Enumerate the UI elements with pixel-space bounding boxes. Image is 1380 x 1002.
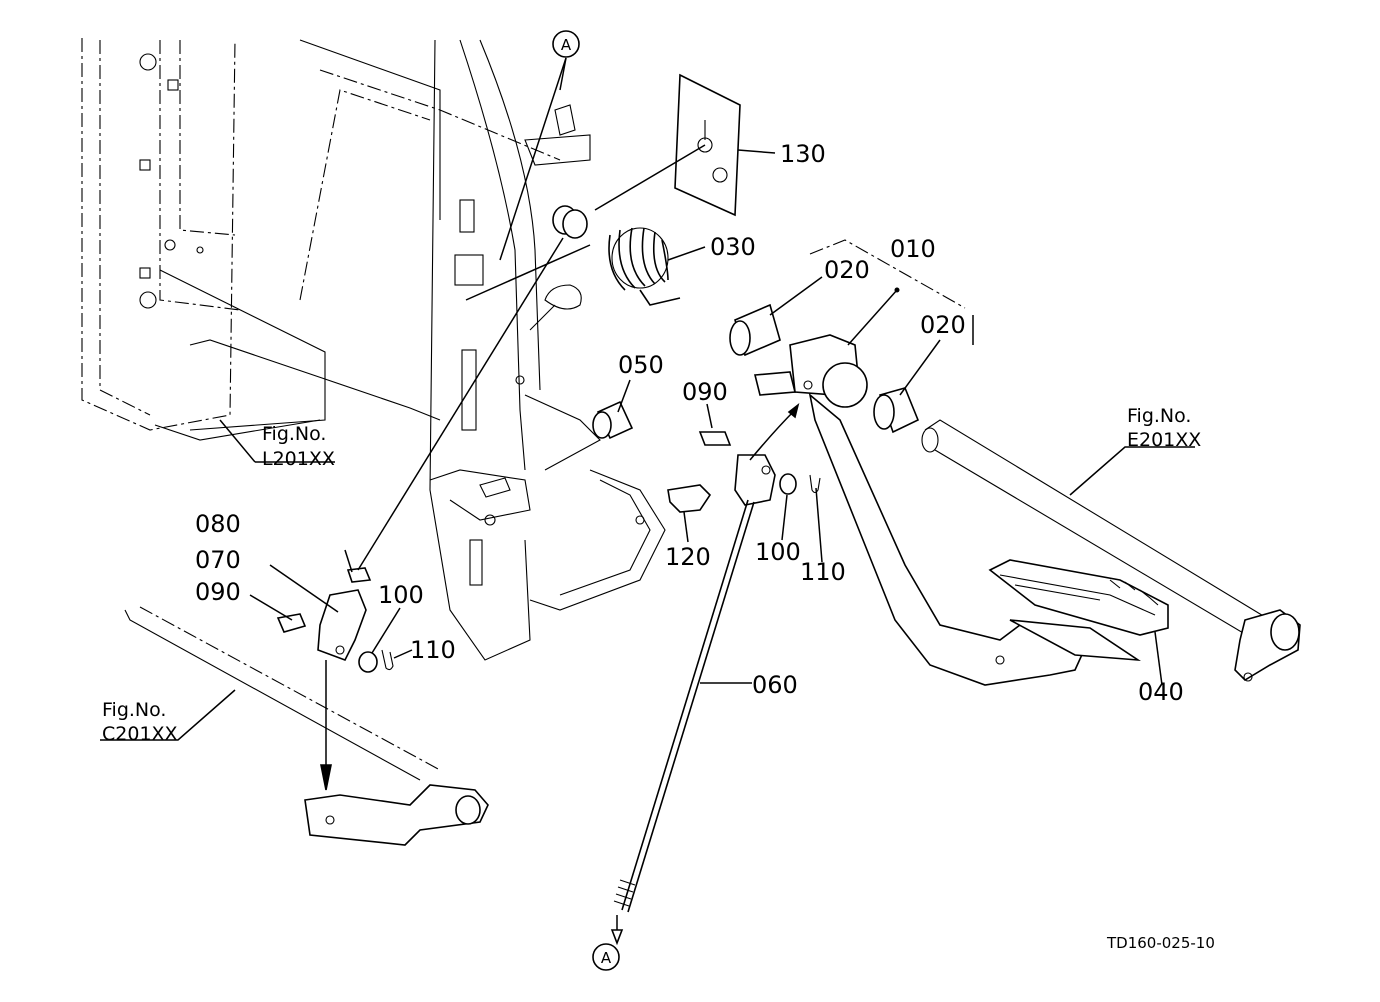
callout-110-center: 110 [800, 558, 846, 586]
callout-020-top: 020 [824, 256, 870, 284]
fig-ref-l-label: Fig.No. [262, 423, 326, 445]
center-linkage [667, 431, 821, 513]
lower-link [124, 606, 489, 846]
fig-ref-c201xx: Fig.No. C201XX [102, 699, 178, 745]
fig-ref-e-label: Fig.No. [1127, 405, 1191, 427]
callouts: 130 030 010 020 020 050 090 080 070 090 … [195, 140, 1184, 706]
callout-050: 050 [618, 351, 664, 379]
fig-ref-c-code: C201XX [102, 723, 178, 745]
callout-090-left: 090 [195, 578, 241, 606]
callout-070: 070 [195, 546, 241, 574]
bushing-020-top [729, 303, 781, 357]
connector-a-top-label: A [561, 36, 572, 54]
connector-a-bottom: A [592, 943, 620, 971]
connector-a-bottom-label: A [601, 949, 612, 967]
callout-130: 130 [780, 140, 826, 168]
frame-panel-outline [81, 38, 441, 441]
callout-010: 010 [890, 235, 936, 263]
center-frame [299, 39, 666, 661]
callout-030: 030 [710, 233, 756, 261]
callout-100-left: 100 [378, 581, 424, 609]
callout-020-right: 020 [920, 311, 966, 339]
callout-100-center: 100 [755, 538, 801, 566]
plate-130 [674, 73, 741, 217]
left-arrow [320, 660, 332, 791]
connector-a-top: A [552, 30, 580, 58]
fig-ref-c-label: Fig.No. [102, 699, 166, 721]
callout-120: 120 [665, 543, 711, 571]
bushing-050 [592, 400, 634, 440]
fig-ref-e-code: E201XX [1127, 429, 1201, 451]
callout-090-center: 090 [682, 378, 728, 406]
fig-ref-l201xx: Fig.No. L201XX [262, 423, 335, 470]
rod-060 [610, 499, 755, 946]
left-linkage [276, 567, 394, 673]
fig-ref-l-code: L201XX [262, 448, 335, 470]
pedal-arm-010 [753, 334, 1087, 686]
shaft [921, 419, 1301, 682]
leader-lines [100, 57, 1195, 741]
bushing-top [552, 205, 588, 239]
bushing-020-right [873, 387, 920, 434]
callout-040: 040 [1138, 678, 1184, 706]
spring-030 [608, 227, 681, 306]
drawing-reference: TD160-025-10 [1106, 934, 1215, 952]
callout-080: 080 [195, 510, 241, 538]
fig-ref-e201xx: Fig.No. E201XX [1127, 405, 1201, 451]
callout-060: 060 [752, 671, 798, 699]
pedal-pad-040 [988, 559, 1169, 662]
callout-110-left: 110 [410, 636, 456, 664]
